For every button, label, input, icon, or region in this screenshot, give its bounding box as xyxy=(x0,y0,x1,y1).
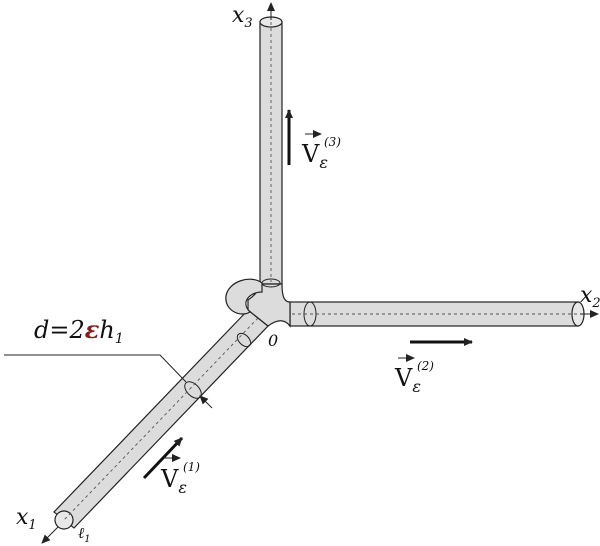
x3-label: x3 xyxy=(232,3,253,31)
svg-text:Vε(2): Vε(2) xyxy=(394,359,434,396)
velocity-label-1: Vε(1) xyxy=(160,454,200,497)
tube-x2 xyxy=(289,301,585,327)
x1-axis-arrow xyxy=(41,526,59,544)
x1-label: x1 xyxy=(16,505,37,533)
velocity-label-2: Vε(2) xyxy=(394,354,434,396)
diameter-arrow xyxy=(199,395,213,409)
origin-label: 0 xyxy=(268,331,278,350)
length-label: ℓ1 xyxy=(78,524,91,545)
x2-label: x2 xyxy=(580,283,600,311)
svg-text:Vε(1): Vε(1) xyxy=(160,460,200,497)
velocity-label-3: Vε(3) xyxy=(301,130,341,172)
svg-text:Vε(3): Vε(3) xyxy=(301,135,341,172)
velocity-arrow-1 xyxy=(142,436,184,480)
diameter-label: d=2εh1 xyxy=(34,315,124,347)
tube-x3 xyxy=(259,16,283,285)
junction xyxy=(225,278,291,328)
diameter-leader xyxy=(4,354,187,383)
